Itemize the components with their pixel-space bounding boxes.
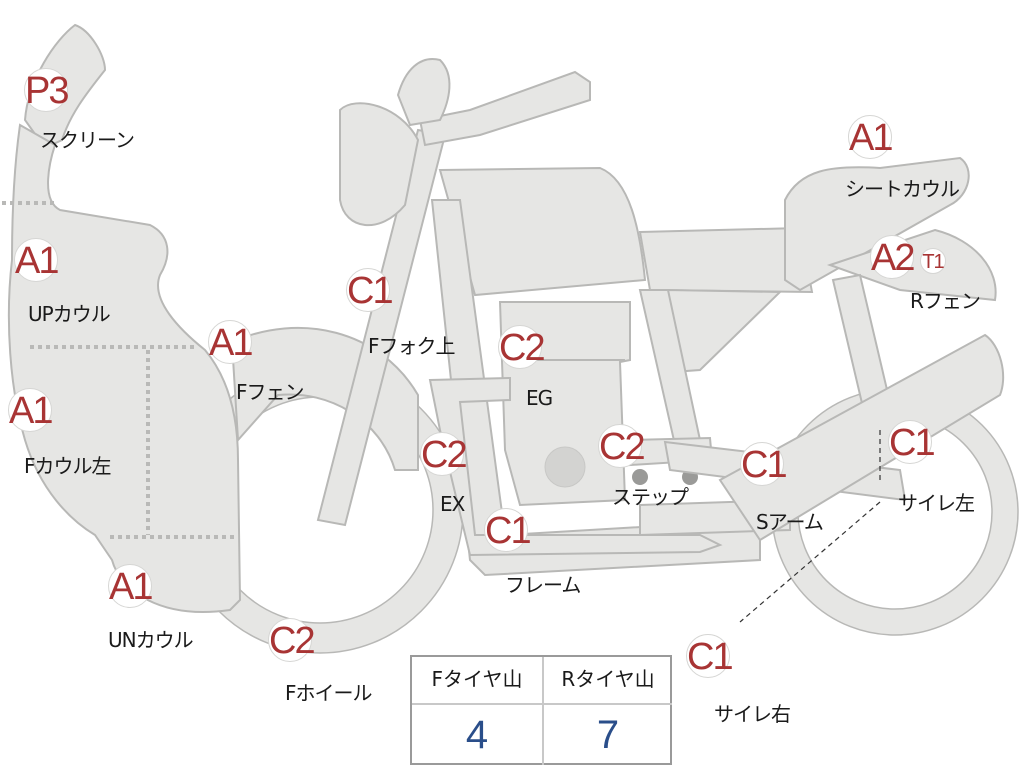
badge-p3-screen: P3 [24,68,69,112]
label-seat-cowl: シートカウル [845,177,960,201]
rear-tire-value: 7 [596,713,620,757]
label-up-cowl: UPカウル [28,302,111,326]
seat-cowl [784,156,970,292]
seat [638,226,814,294]
label-screen: スクリーン [40,128,135,152]
label-un-cowl: UNカウル [108,628,194,652]
badge-c1-muffler-left: C1 [888,420,936,464]
label-step: ステップ [612,485,689,509]
badge-a1-f-cowl-left: A1 [8,388,53,432]
exhaust-pipe [428,376,723,557]
muffler [718,333,1005,542]
handlebar [418,70,591,147]
badge-c1-s-arm: C1 [740,442,788,486]
label-s-arm: Sアーム [756,510,824,534]
badge-c2-step: C2 [598,424,646,468]
badge-c2-ex: C2 [420,432,468,476]
badge-a1-seat-cowl: A1 [848,115,893,159]
label-f-cowl-left: Fカウル左 [24,454,112,478]
badge-a1-f-fender: A1 [208,320,253,364]
label-muffler-right: サイレ右 [714,702,791,726]
badge-c2-eg: C2 [498,325,546,369]
side-cover [666,288,783,374]
label-f-fender: Fフェン [236,380,305,404]
front-tire-header: Fタイヤ山 [412,657,542,705]
label-frame: フレーム [505,573,581,597]
tire-tread-table: Fタイヤ山 Rタイヤ山 4 7 [410,655,672,765]
label-f-fork-upper: Fフォク上 [368,334,456,358]
mirror [396,58,451,127]
badge-t1-tag: T1 [920,248,946,274]
front-tire-value: 4 [465,713,489,757]
badge-c1-muffler-right: C1 [686,634,734,678]
badge-a1-un-cowl: A1 [108,564,153,608]
badge-c2-f-wheel: C2 [268,618,316,662]
engine-case [544,446,586,488]
badge-c1-frame: C1 [484,508,532,552]
cowl [7,123,242,613]
label-ex: EX [440,492,465,516]
rear-tire-header: Rタイヤ山 [544,657,672,705]
badge-c1-f-fork: C1 [346,268,394,312]
label-r-fender: Rフェン [910,289,981,313]
headlight [339,102,420,227]
fuel-tank [438,166,647,297]
label-muffler-left: サイレ左 [898,491,975,515]
badge-a2-r-fender: A2 [870,235,915,279]
label-f-wheel: Fホイール [285,681,373,705]
leader-line [739,501,881,623]
badge-a1-up-cowl: A1 [14,238,59,282]
label-eg: EG [526,386,553,410]
